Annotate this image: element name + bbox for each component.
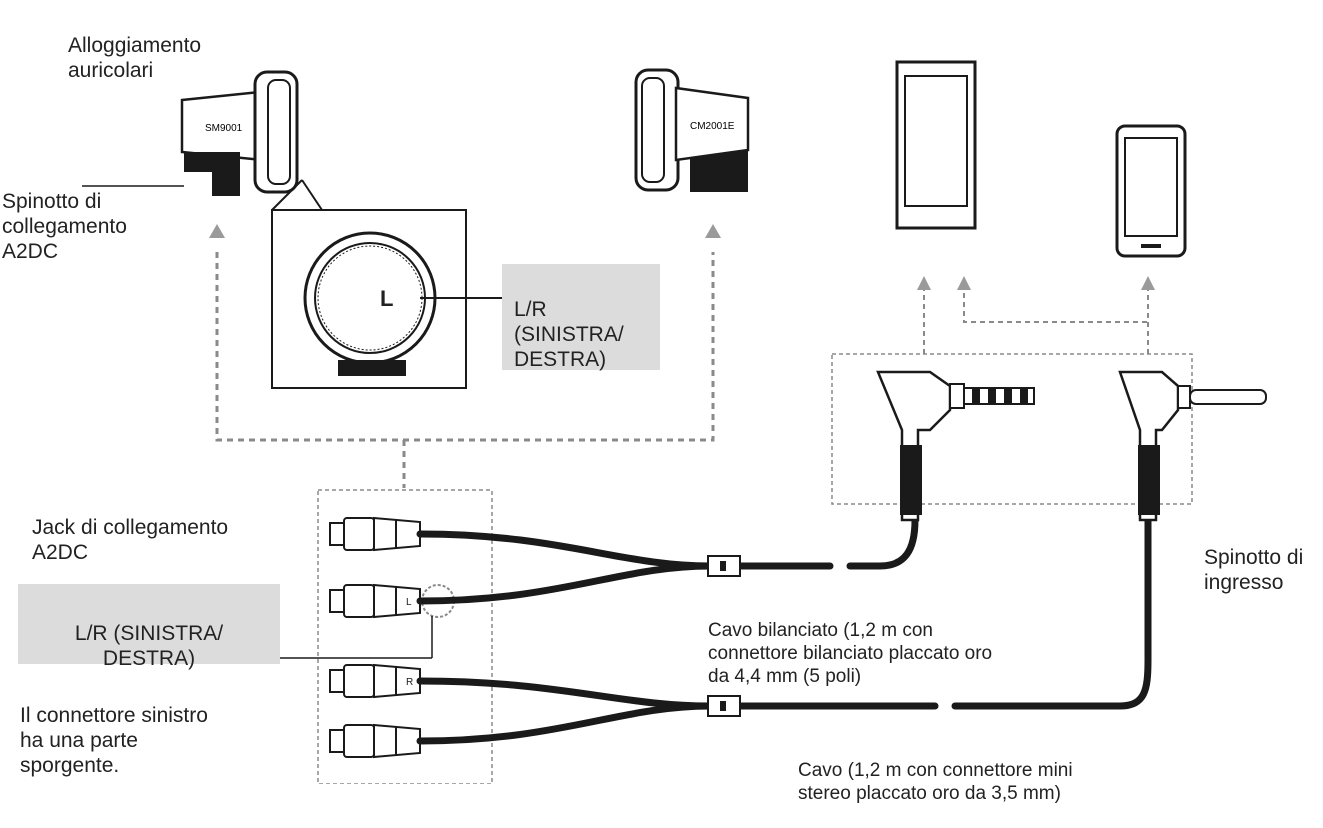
device-arrows	[923, 284, 1149, 354]
dashed-connections	[215, 252, 715, 488]
housing-print-left: SM9001	[205, 123, 243, 134]
lr-callout-top: L/R(SINISTRA/DESTRA)	[502, 264, 660, 371]
left-earphone-icon: SM9001	[180, 70, 299, 196]
svg-text:L: L	[406, 597, 412, 608]
diagram-artwork: SM9001 CM2001E L R	[82, 60, 1267, 784]
balanced-plug-icon	[876, 370, 1035, 522]
smartphone-icon	[1115, 124, 1187, 258]
cables	[416, 506, 1152, 745]
lr-mark: L	[380, 286, 394, 311]
lr-callout-bottom: L/R (SINISTRA/DESTRA)	[18, 584, 280, 670]
a2dc-connectors: L R	[329, 516, 455, 759]
stereo-plug-icon	[1118, 370, 1267, 522]
right-earphone-icon: CM2001E	[634, 68, 750, 192]
svg-text:R: R	[406, 677, 413, 688]
a2dc-jack-group	[317, 489, 493, 784]
music-player-icon	[895, 60, 977, 230]
input-plug-group	[831, 353, 1193, 505]
lr-zoom-detail	[271, 179, 504, 389]
housing-print-right: CM2001E	[690, 121, 735, 132]
